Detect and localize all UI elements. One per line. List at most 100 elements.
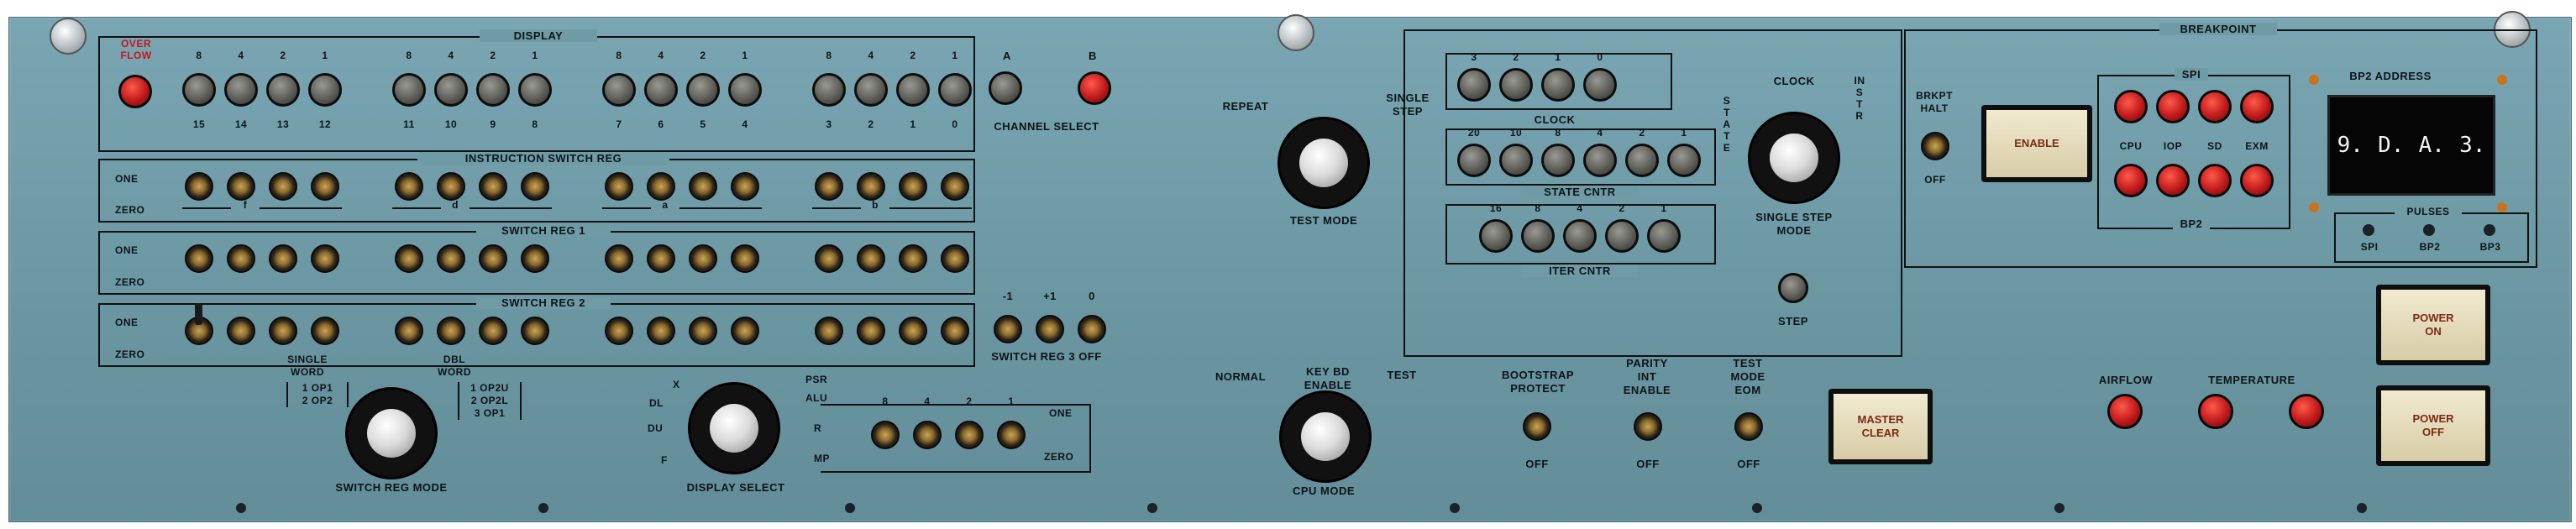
iter-cntr-lamp: [1521, 219, 1555, 253]
pulse-label: SPI: [2360, 241, 2379, 253]
instruction-switch[interactable]: [857, 172, 885, 201]
switch-reg-1-switch[interactable]: [521, 244, 549, 273]
switch-reg-mode-knob[interactable]: [345, 387, 438, 479]
power-on-button[interactable]: POWER ON: [2376, 285, 2490, 365]
switch-reg-1-switch[interactable]: [689, 244, 717, 273]
instruction-switch[interactable]: [899, 172, 927, 201]
switch-reg-3-switch-1[interactable]: [994, 315, 1022, 343]
switch-reg-2-switch[interactable]: [521, 317, 549, 345]
switch-reg-2-switch[interactable]: [605, 317, 633, 345]
switch-reg-1-switch[interactable]: [269, 244, 297, 273]
switch-reg-2-switch[interactable]: [395, 317, 423, 345]
switch-reg-1-switch[interactable]: [311, 244, 339, 273]
switch-reg-1-switch[interactable]: [899, 244, 927, 273]
instruction-switch[interactable]: [269, 172, 297, 201]
display-select-option: MP: [814, 453, 830, 464]
switch-reg-1-switch[interactable]: [185, 244, 213, 273]
bp2-address-display: 9. D. A. 3.: [2327, 95, 2495, 196]
switch-reg-1-switch[interactable]: [941, 244, 969, 273]
instruction-switch[interactable]: [689, 172, 717, 201]
lower-switch-4[interactable]: [913, 421, 942, 449]
switch-reg-2-switch[interactable]: [437, 317, 465, 345]
power-off-button[interactable]: POWER OFF: [2376, 385, 2490, 466]
instruction-switch[interactable]: [395, 172, 423, 201]
switch-reg-2-switch[interactable]: [227, 317, 255, 345]
breakpoint-enable-button[interactable]: ENABLE: [1981, 105, 2092, 182]
cpu-mode-keyswitch[interactable]: [1279, 390, 1372, 483]
test-mode-knob[interactable]: [1278, 117, 1370, 209]
pulse-jack-icon[interactable]: [2484, 224, 2495, 236]
parity-label-1: PARITY: [1626, 357, 1668, 369]
display-select-option: X: [673, 379, 680, 390]
instruction-switch[interactable]: [437, 172, 465, 201]
test-mode-eom-off-label: OFF: [1737, 458, 1760, 470]
switch-reg-1-switch[interactable]: [437, 244, 465, 273]
test-mode-eom-switch[interactable]: [1734, 412, 1763, 441]
switch-reg-2-switch[interactable]: [311, 317, 339, 345]
iter-cntr-lamp: [1563, 219, 1597, 253]
bootstrap-protect-switch[interactable]: [1523, 412, 1551, 441]
switch-reg-1-switch[interactable]: [731, 244, 759, 273]
display-select-knob[interactable]: [688, 382, 780, 474]
switch-reg-2-switch[interactable]: [269, 317, 297, 345]
pulse-jack-icon[interactable]: [2423, 224, 2435, 236]
switch-reg-1-switch[interactable]: [227, 244, 255, 273]
clock-lamp: [1583, 68, 1617, 102]
pulse-jack-icon[interactable]: [2363, 224, 2374, 236]
display-bit-number: 10: [444, 118, 458, 130]
switch-reg-1-switch[interactable]: [395, 244, 423, 273]
switch-reg-2-switch[interactable]: [857, 317, 885, 345]
instruction-switch[interactable]: [479, 172, 507, 201]
display-weight-label: 2: [490, 50, 496, 61]
lower-switch-weight: 4: [924, 395, 931, 407]
dbl-word-ops: 1 OP2U 2 OP2L 3 OP1: [458, 382, 522, 420]
instruction-switch[interactable]: [521, 172, 549, 201]
brkpt-halt-switch[interactable]: [1921, 132, 1949, 160]
instruction-switch[interactable]: [185, 172, 213, 201]
step-button[interactable]: [1778, 273, 1808, 303]
switch-reg-1-switch[interactable]: [647, 244, 675, 273]
instruction-switch[interactable]: [941, 172, 969, 201]
display-weight-label: 4: [238, 50, 244, 61]
switch-reg-2-switch[interactable]: [647, 317, 675, 345]
mounting-hole: [2054, 503, 2064, 513]
spi-lamp: [2198, 90, 2232, 123]
instruction-switch[interactable]: [605, 172, 633, 201]
instruction-switch[interactable]: [311, 172, 339, 201]
cpu-mode-label: CPU MODE: [1292, 484, 1356, 497]
lower-switch-2[interactable]: [955, 421, 984, 449]
switch-reg-2-switch[interactable]: [185, 303, 213, 345]
switch-reg-2-switch[interactable]: [941, 317, 969, 345]
key-bd-label-2: ENABLE: [1304, 379, 1352, 391]
single-step-mode-knob[interactable]: [1748, 112, 1840, 204]
parity-int-enable-switch[interactable]: [1634, 412, 1662, 441]
state-cntr-lamp: [1667, 144, 1701, 177]
state-cntr-frame: [1445, 128, 1716, 186]
instruction-switch[interactable]: [227, 172, 255, 201]
switch-reg-1-switch[interactable]: [815, 244, 843, 273]
switch-reg-1-switch[interactable]: [605, 244, 633, 273]
switch-reg-2-switch[interactable]: [815, 317, 843, 345]
switch-reg-3-switch-2[interactable]: [1036, 315, 1064, 343]
switch-reg-2-switch[interactable]: [479, 317, 507, 345]
instruction-switch[interactable]: [731, 172, 759, 201]
display-weight-label: 1: [952, 50, 958, 61]
lower-switch-8[interactable]: [871, 421, 900, 449]
instruction-switch[interactable]: [647, 172, 675, 201]
instruction-switch[interactable]: [815, 172, 843, 201]
switch-reg-2-switch[interactable]: [689, 317, 717, 345]
switch-reg-2-switch[interactable]: [899, 317, 927, 345]
master-clear-label-2: CLEAR: [1861, 427, 1900, 439]
bootstrap-label-2: PROTECT: [1510, 382, 1566, 395]
switch-reg-3-position: 0: [1089, 290, 1095, 302]
master-clear-button[interactable]: MASTER CLEAR: [1828, 389, 1933, 464]
switch-reg-2-switch[interactable]: [731, 317, 759, 345]
clock-frame: [1445, 53, 1672, 110]
spi-lamp: [2240, 90, 2274, 123]
lower-switch-1[interactable]: [997, 421, 1026, 449]
switch-reg-1-switch[interactable]: [479, 244, 507, 273]
switch-reg-1-switch[interactable]: [857, 244, 885, 273]
single-step-label: SINGLE STEP: [1378, 92, 1437, 118]
channel-a-lamp: [989, 71, 1022, 105]
switch-reg-3-switch-3[interactable]: [1078, 315, 1106, 343]
